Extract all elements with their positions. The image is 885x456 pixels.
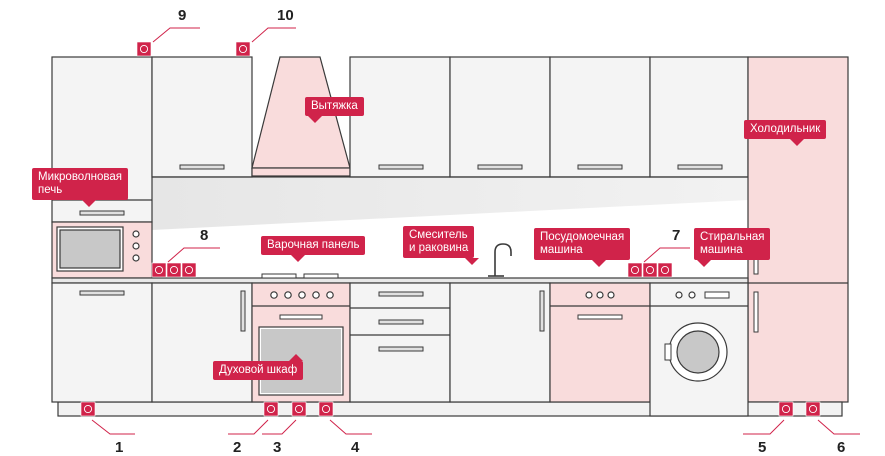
outlet-number-5: 5 bbox=[758, 439, 767, 456]
washer-label-1: Стиральная bbox=[700, 231, 765, 243]
dishwasher-callout: Посудомоечная машина bbox=[534, 228, 631, 267]
cooktop-callout: Варочная панель bbox=[261, 236, 366, 262]
oven-callout: Духовой шкаф bbox=[213, 354, 304, 380]
hood-callout: Вытяжка bbox=[305, 97, 364, 123]
outlet-number-7: 7 bbox=[672, 227, 681, 244]
outlet-8b bbox=[166, 262, 182, 278]
microwave-label-1: Микроволновая bbox=[38, 171, 123, 183]
dishwasher-label-1: Посудомоечная bbox=[540, 231, 625, 243]
outlet-7a bbox=[627, 262, 643, 278]
outlet-faces bbox=[83, 44, 818, 414]
outlet-7c bbox=[657, 262, 673, 278]
sink-callout: Смеситель и раковина bbox=[403, 226, 479, 265]
faucet-icon bbox=[488, 243, 512, 277]
microwave-callout: Микроволновая печь bbox=[32, 168, 129, 207]
washer-label-2: машина bbox=[700, 244, 743, 256]
fridge-label: Холодильник bbox=[750, 123, 821, 135]
dishwasher-unit bbox=[549, 282, 651, 403]
outlet-number-3: 3 bbox=[273, 439, 282, 456]
cooktop bbox=[261, 273, 339, 279]
power-outlets bbox=[80, 41, 821, 417]
outlet-1 bbox=[80, 401, 96, 417]
lower-cabinets bbox=[51, 282, 843, 417]
outlet-number-4: 4 bbox=[351, 439, 360, 456]
outlet-7b bbox=[642, 262, 658, 278]
outlet-number-10: 10 bbox=[277, 7, 294, 24]
countertop bbox=[51, 277, 749, 284]
outlet-number-9: 9 bbox=[178, 7, 187, 24]
hood-label: Вытяжка bbox=[311, 100, 358, 112]
outlet-number-6: 6 bbox=[837, 439, 846, 456]
outlet-10 bbox=[235, 41, 251, 57]
outlet-2 bbox=[263, 401, 279, 417]
washer-callout: Стиральная машина bbox=[694, 228, 771, 267]
outlet-8c bbox=[181, 262, 197, 278]
outlet-3 bbox=[291, 401, 307, 417]
sink-label-1: Смеситель bbox=[409, 229, 468, 241]
dishwasher-label-2: машина bbox=[540, 244, 583, 256]
wall-backsplash bbox=[152, 178, 748, 230]
outlet-number-2: 2 bbox=[233, 439, 242, 456]
outlet-9 bbox=[136, 41, 152, 57]
outlet-8a bbox=[151, 262, 167, 278]
oven-label: Духовой шкаф bbox=[219, 364, 298, 376]
fridge-callout: Холодильник bbox=[744, 120, 827, 146]
sink-label-2: и раковина bbox=[409, 242, 469, 254]
microwave bbox=[51, 221, 153, 279]
outlet-number-1: 1 bbox=[115, 439, 124, 456]
outlet-4 bbox=[318, 401, 334, 417]
outlet-5 bbox=[778, 401, 794, 417]
cooktop-label: Варочная панель bbox=[267, 239, 360, 251]
leader-lines bbox=[91, 27, 860, 435]
outlet-6 bbox=[805, 401, 821, 417]
outlet-number-8: 8 bbox=[200, 227, 209, 244]
microwave-label-2: печь bbox=[38, 184, 63, 196]
